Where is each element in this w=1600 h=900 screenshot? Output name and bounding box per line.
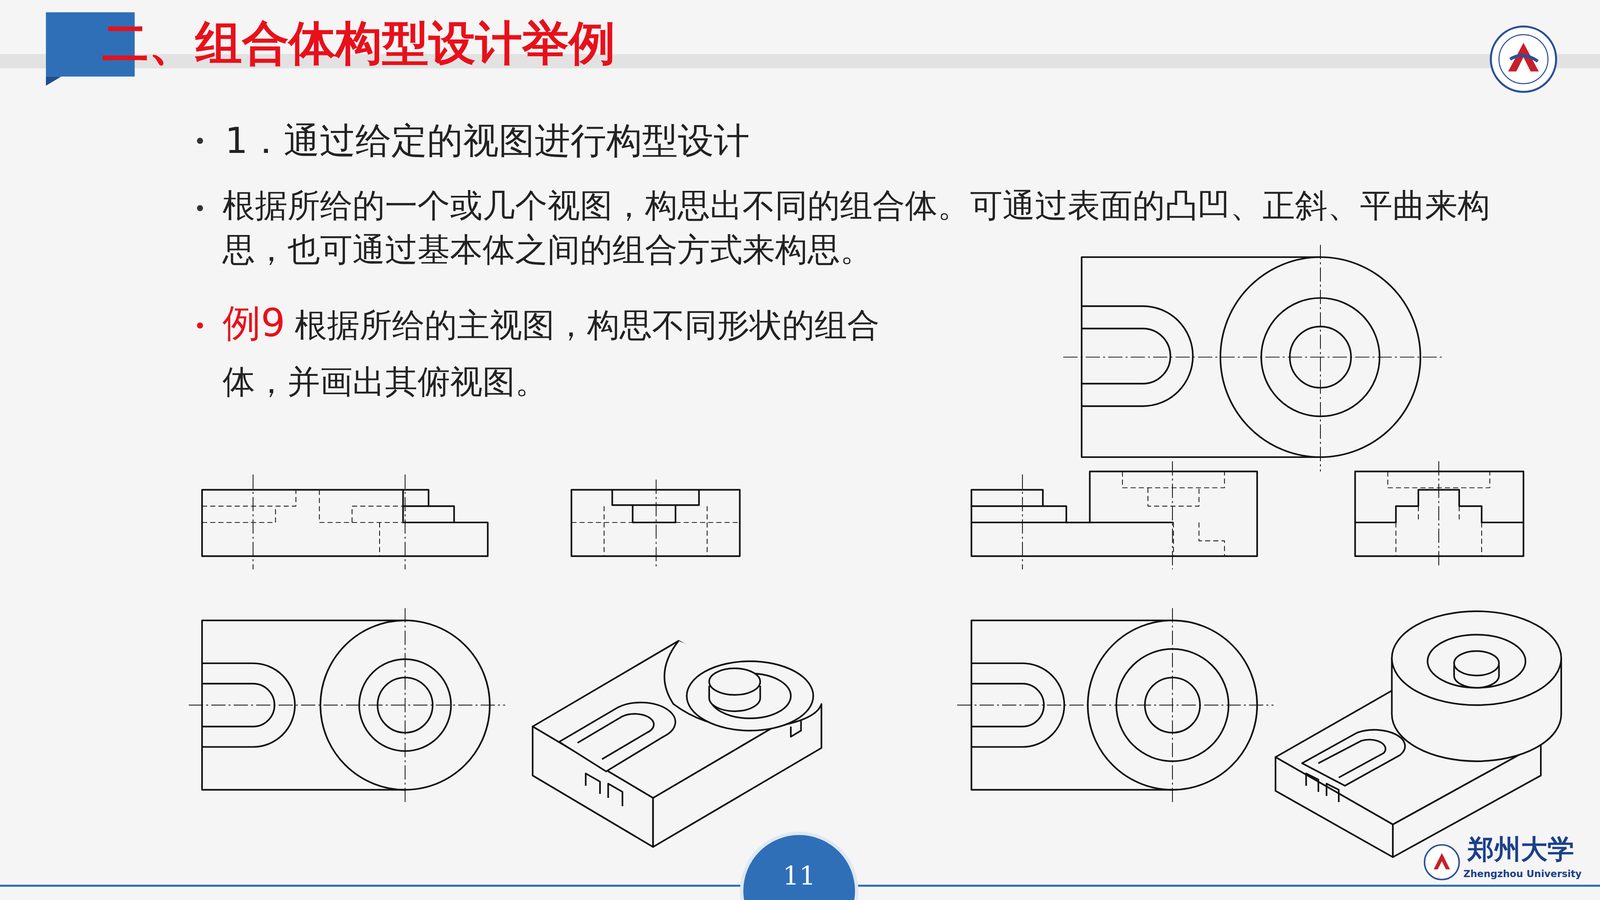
university-name-en: Zhengzhou University [1463,867,1582,880]
slide-title: 二、组合体构型设计举例 [102,15,616,70]
front-view [202,474,488,570]
bullet-heading: 1．通过给定的视图进行构型设计 [225,117,750,164]
front-view [971,461,1258,570]
example-paragraph: 例9根据所给的主视图，构思不同形状的组合体，并画出其俯视图。 [222,299,910,415]
given-view [1063,245,1444,472]
top-view [188,608,505,805]
engineering-drawings [188,245,1562,858]
side-view [1355,461,1524,568]
isometric-view [1275,611,1562,858]
header-fold [45,76,62,86]
example-number: 例9 [222,300,286,346]
bullet-text: 根据所给的一个或几个视图，构思出不同的组合体。可通过表面的凸凹、正斜、平曲来构思… [222,183,1519,272]
isometric-view [532,640,822,848]
side-view [571,479,740,568]
university-logo [1490,26,1557,93]
university-logo [1424,845,1460,880]
example-text: 根据所给的主视图，构思不同形状的组合体，并画出其俯视图。 [222,306,880,401]
university-name: 郑州大学 [1467,833,1575,865]
page-number: 11 [743,860,855,891]
bullet-dot [197,205,204,212]
top-view [957,608,1274,805]
page-number-circle: 11 [740,831,859,900]
bullet-dot [197,137,204,145]
bullet-dot [197,322,204,329]
